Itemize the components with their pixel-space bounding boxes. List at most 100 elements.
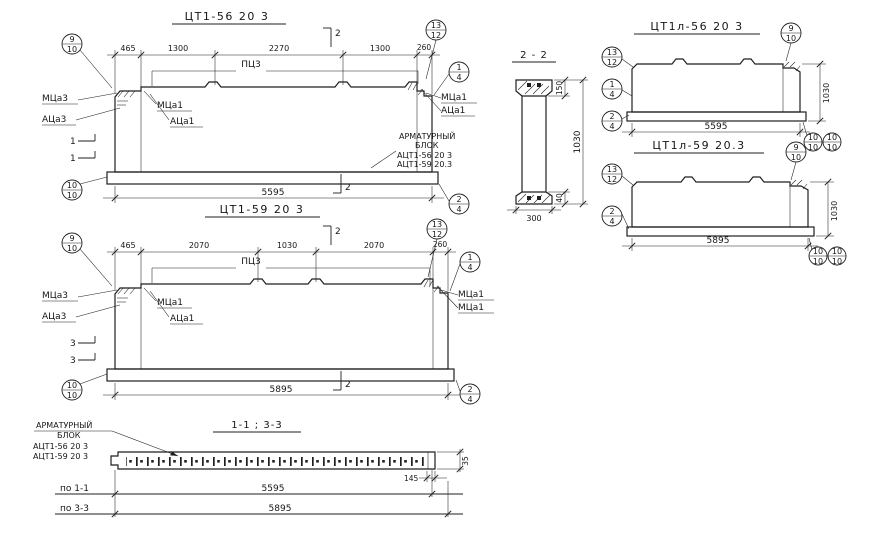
callout-2-4: 2 4 [601,205,623,227]
dim-label: 260 [417,43,432,52]
dim-thickness-35: 35 [437,448,470,473]
dim-label: 1030 [830,201,839,221]
armature-note: АРМАТУРНЫЙ БЛОК АЦТ1-56 20 3 АЦТ1-59 20.… [370,130,455,169]
part-label: МЦа3 [42,94,68,104]
callout-top: 1 [609,80,614,89]
part-label: МЦа1 [458,303,484,313]
section-mark-number: 1 [70,154,76,164]
dim-label: 2270 [269,44,289,53]
section-mark-2-bottom: 2 [333,371,351,391]
dim-height: 1030 [810,178,839,240]
pc3-callout: ПЦ3 [151,60,419,86]
dim-chain-top: 465 1300 2270 1300 260 [107,43,440,94]
dim-label: 260 [433,240,448,249]
callout-top: 9 [788,24,793,33]
callout-10-10: 10 10 [61,179,83,201]
note-line: АЦТ1-59 20.3 [397,160,452,169]
end-hatch-right [423,279,440,293]
callout-10-10: 10 10 [827,246,847,266]
pc3-callout: ПЦ3 [151,257,431,286]
end-hatch-left [117,90,136,106]
callout-2-4: 2 4 [448,193,470,215]
drawing-title: ЦТ1-59 20 3 [220,203,305,216]
callout-bottom: 4 [609,90,614,99]
callout-10-10: 10 10 [822,132,842,152]
callout-13-12: 13 12 [426,218,448,240]
dim-label: 35 [461,456,470,466]
dim-label: 150 [555,81,564,96]
part-label: АЦа3 [42,312,66,322]
callout-top: 10 [813,247,823,256]
callout-top: 13 [431,21,441,30]
section-mark-3-a: 3 [70,336,96,349]
section-flange [515,79,553,97]
callout-bottom: 10 [832,257,842,266]
note-line: АЦТ1-56 20 3 [33,442,88,451]
callout-top: 2 [609,112,614,121]
callout-bottom: 4 [456,73,461,82]
dim-total: 5595 [622,122,810,137]
callout-13-12: 13 12 [601,46,623,68]
dim-label: 1300 [370,44,390,53]
callout-bottom: 10 [813,257,823,266]
callout-top: 10 [67,381,77,390]
callout-bottom: 10 [808,143,818,152]
callout-top: 13 [432,220,442,229]
callout-bottom: 4 [467,395,472,404]
section-mark-1-a: 1 [70,134,96,147]
plan-bar-outline [110,451,436,470]
end-hatch-right [783,61,801,72]
dim-height: 1030 [802,60,831,125]
dim-label: 145 [404,474,419,483]
callout-bottom: 4 [467,263,472,272]
part-labels: МЦа3 АЦа3 МЦа1 АЦа1 МЦа1 АЦа1 [42,88,477,128]
dim-chain-top: 465 2070 1030 2070 260 [107,240,456,291]
drawing-ct1-56: ЦТ1-56 20 3 465 1300 2270 1300 260 ПЦ3 [42,10,477,215]
base-slab [106,368,455,382]
callout-bottom: 10 [67,45,77,54]
dim-label: 300 [526,214,541,223]
dim-label: 2070 [364,241,384,250]
callout-top: 10 [808,133,818,142]
dim-label: 1030 [277,241,297,250]
plan-title: 1-1 ; 3-3 [231,420,282,431]
callout-10-10: 10 10 [61,379,83,401]
callout-2-4: 2 4 [459,383,481,405]
callout-13-12: 13 12 [425,19,447,41]
callout-10-10: 10 10 [803,132,823,152]
end-hatch-left [117,287,136,303]
drawing-title: ЦТ1-56 20 3 [185,10,270,23]
drawing-title: ЦТ1л-56 20 3 [650,20,743,33]
dim-label: 465 [120,241,135,250]
base-slab [626,226,815,237]
panel-outline [631,176,809,228]
dim-label: 1300 [168,44,188,53]
part-label: МЦа3 [42,291,68,301]
drawing-ct1l-59: ЦТ1л-59 20.3 5895 1030 13 12 2 4 9 10 10 [601,139,847,266]
section-mark-1-b: 1 [70,151,96,164]
callout-1-4: 1 4 [459,251,481,273]
callout-top: 13 [607,48,617,57]
dim-label: 1030 [573,130,583,153]
note-line: АРМАТУРНЫЙ [399,130,455,141]
end-hatch-right [407,82,424,96]
dim-label-total: 5595 [262,188,285,198]
callout-top: 10 [827,133,837,142]
section-mark-2-top: 2 [323,27,341,47]
dim-row-1-1: по 1-1 5595 [55,470,463,517]
panel-joints [140,288,434,369]
callout-top: 10 [67,181,77,190]
section-foot [515,191,553,205]
rebar-dots [527,83,541,200]
part-label: ПЦ3 [241,257,260,267]
section-mark-3-b: 3 [70,353,96,366]
note-line: АЦТ1-59 20 3 [33,452,88,461]
section-mark-number: 2 [345,380,351,390]
part-labels: МЦа3 АЦа3 МЦа1 АЦа1 МЦа1 МЦа1 [42,285,494,325]
callout-top: 9 [793,143,798,152]
callout-top: 10 [832,247,842,256]
section-mark-number: 1 [70,137,76,147]
section-dims: 300 1030 150 40 [507,76,588,223]
